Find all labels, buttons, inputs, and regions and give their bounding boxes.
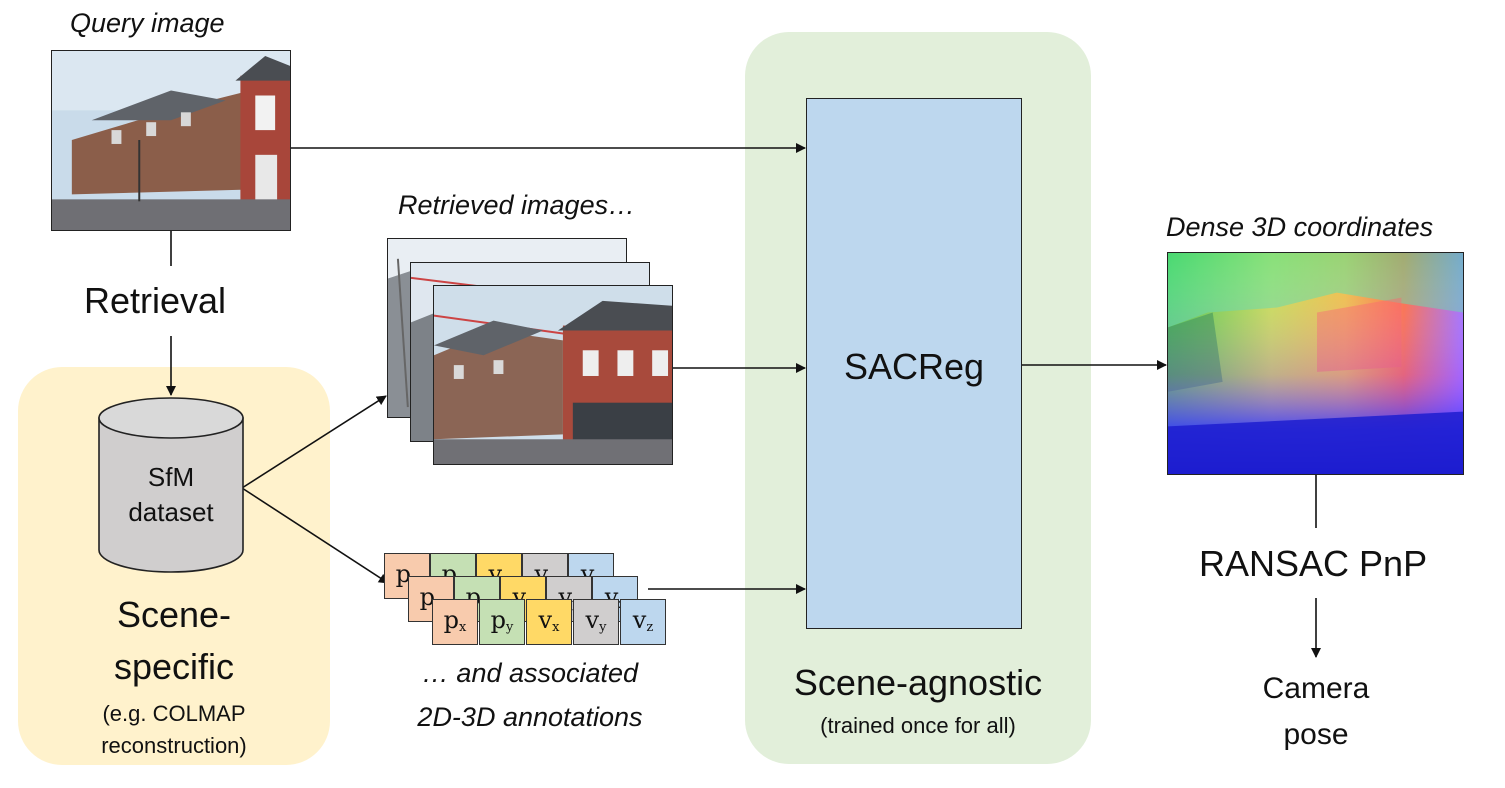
retrieved-image-front (433, 285, 673, 465)
sfm-to-annotations-arrow (241, 487, 389, 584)
camera-pose-line2: pose (1283, 718, 1349, 751)
query-image-label: Query image (70, 8, 225, 38)
camera-pose-line1: Camera (1262, 672, 1370, 705)
dense-coords-label: Dense 3D coordinates (1166, 212, 1434, 242)
scene-agnostic-note: (trained once for all) (820, 713, 1016, 738)
scene-agnostic-title: Scene-agnostic (793, 662, 1043, 703)
sfm-to-images-arrow (241, 395, 387, 489)
annotation-grid-front: px py vx vy vz (432, 599, 668, 645)
query-image (51, 50, 291, 231)
scene-specific-title-line2: specific (113, 646, 235, 687)
retrieval-label: Retrieval (84, 280, 227, 321)
annotation-cell-vy: vy (573, 599, 619, 645)
sfm-label-line2: dataset (128, 497, 214, 527)
annotation-cell-px: px (432, 599, 478, 645)
dense-coords-map (1167, 252, 1464, 475)
annotation-cell-vx: vx (526, 599, 572, 645)
sfm-label-line1: SfM (147, 462, 195, 492)
annotations-label-line2: 2D-3D annotations (417, 702, 643, 732)
annotations-label-line1: … and associated (421, 658, 639, 688)
retrieved-images-label: Retrieved images… (398, 190, 636, 220)
sacreg-block (806, 98, 1022, 629)
sfm-dataset-cylinder (98, 397, 244, 573)
annotation-cell-vz: vz (620, 599, 666, 645)
sacreg-label: SACReg (843, 346, 985, 387)
scene-specific-title-line1: Scene- (116, 594, 232, 635)
scene-specific-note-line2: reconstruction) (101, 733, 247, 758)
scene-specific-note-line1: (e.g. COLMAP (102, 701, 246, 726)
ransac-label: RANSAC PnP (1199, 543, 1428, 584)
annotation-cell-py: py (479, 599, 525, 645)
